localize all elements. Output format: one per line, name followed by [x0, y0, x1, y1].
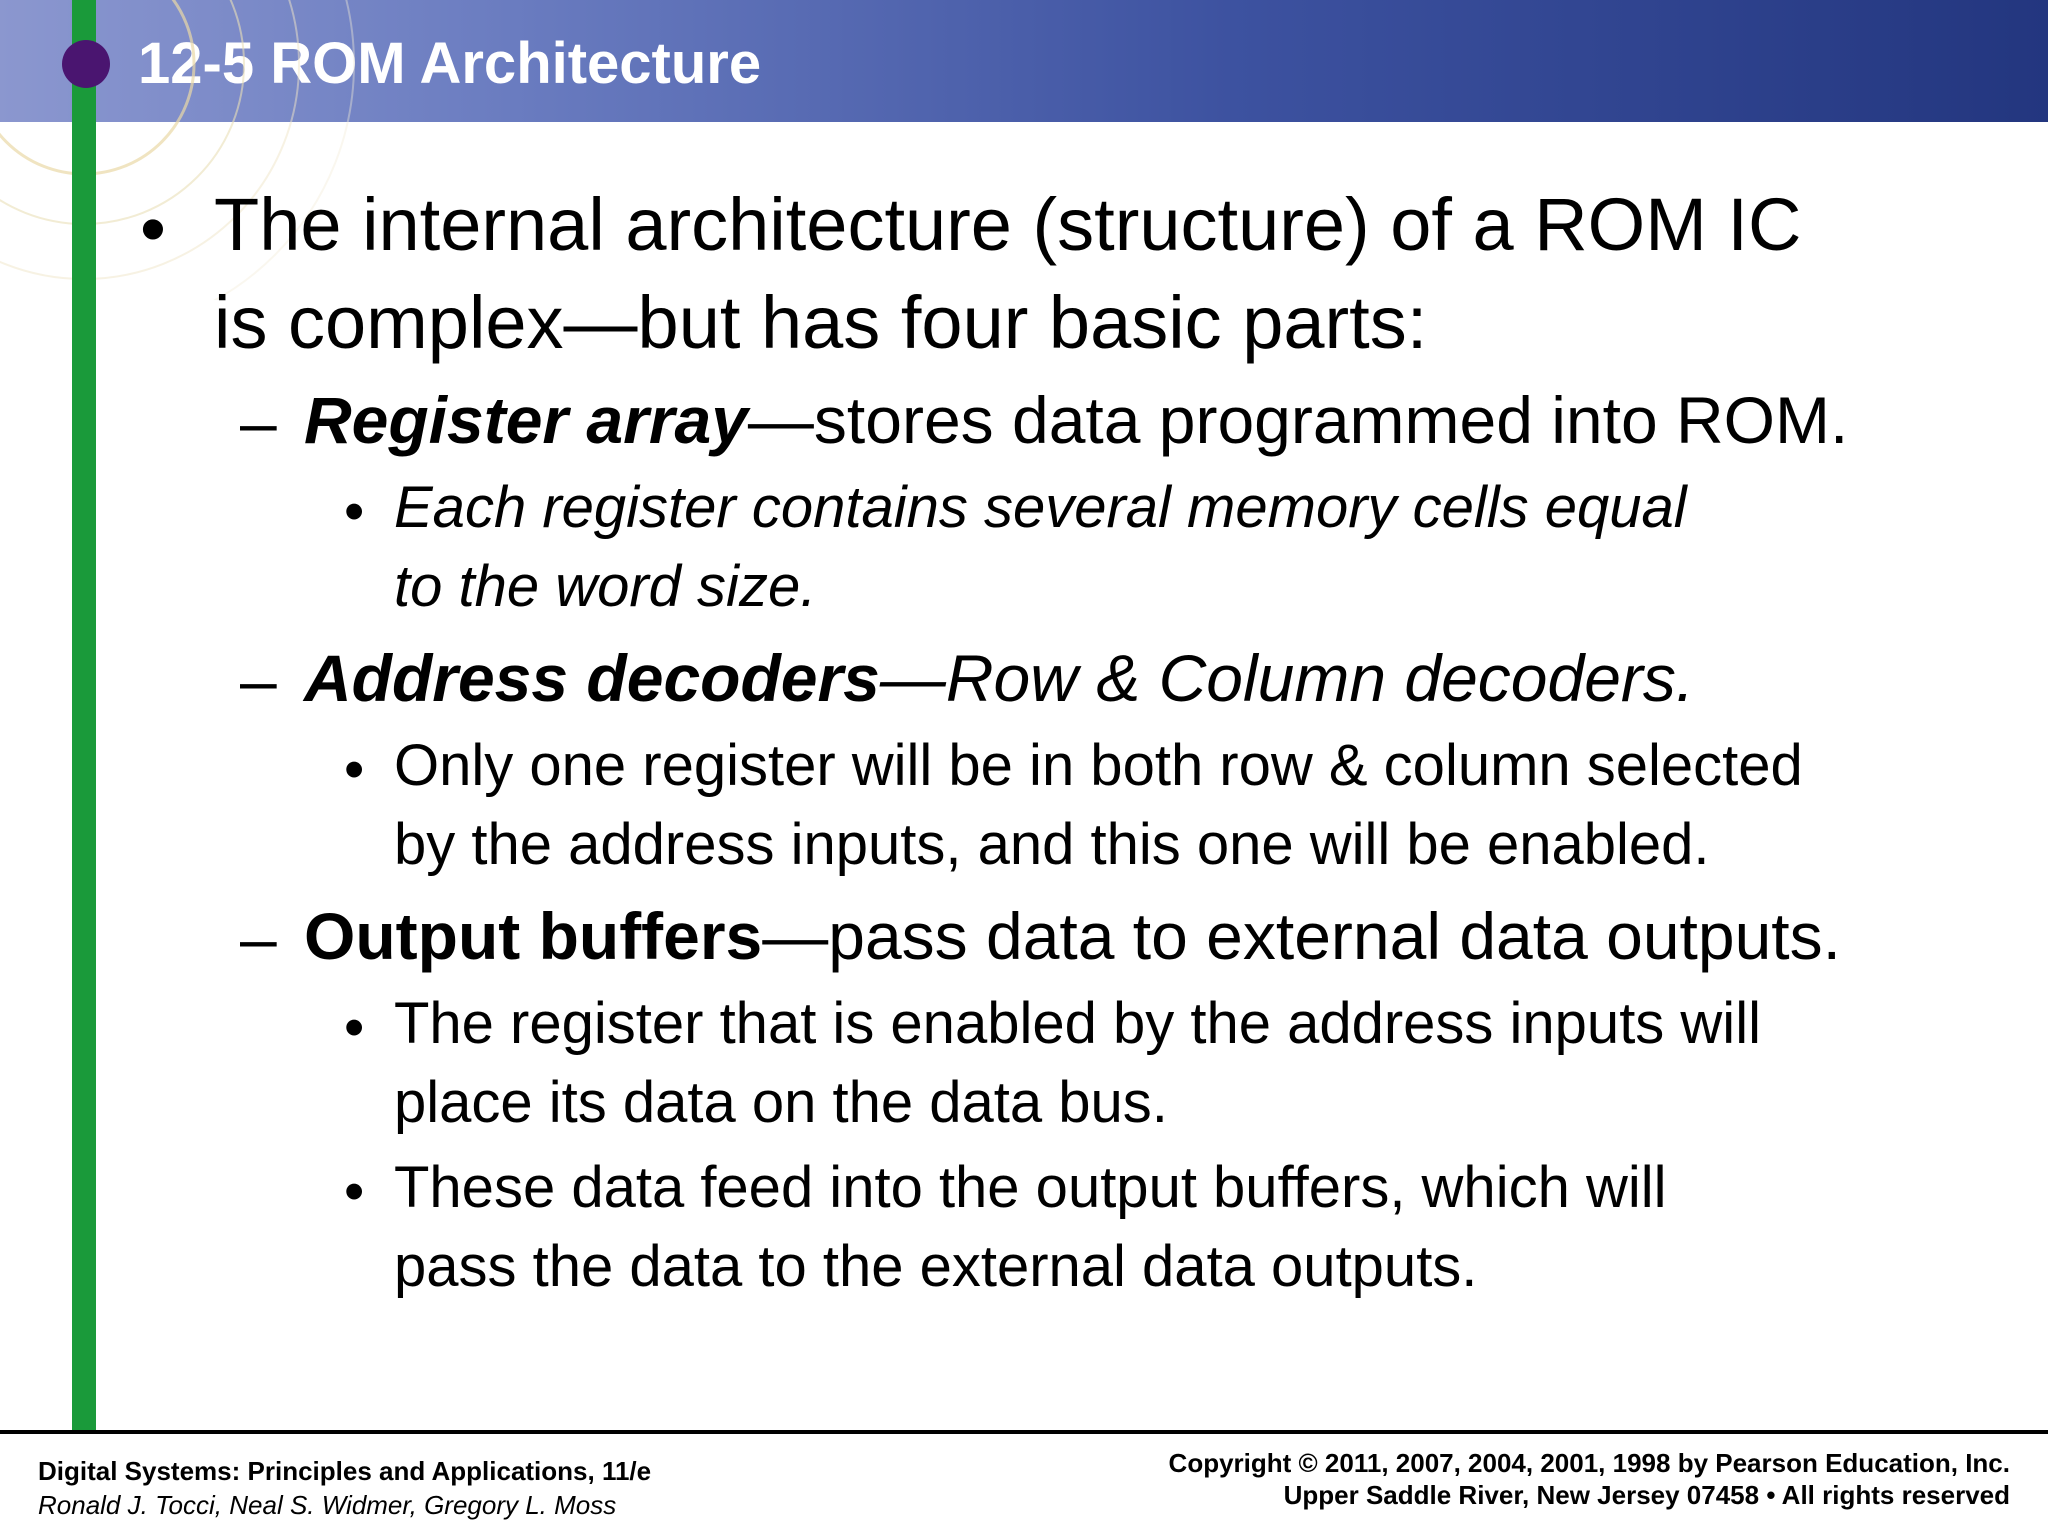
slide-header: 12-5 ROM Architecture	[0, 0, 2048, 122]
part-description: —Row & Column decoders.	[879, 641, 1695, 715]
part-description: —pass data to external data outputs.	[762, 899, 1841, 973]
sub-bullet-line: Only one register will be in both row & …	[394, 733, 1803, 798]
footer-divider	[0, 1430, 2048, 1434]
sub-bullet-line: place its data on the data bus.	[394, 1070, 1168, 1135]
part-register-array: Register array—stores data programmed in…	[304, 382, 1848, 458]
sub-bullet-marker: •	[344, 995, 365, 1060]
dash-marker: –	[240, 643, 277, 717]
main-bullet-line-2: is complex—but has four basic parts:	[214, 281, 1428, 364]
accent-green-bar	[72, 0, 96, 1432]
footer-copyright: Copyright © 2011, 2007, 2004, 2001, 1998…	[1168, 1448, 2010, 1478]
part-term: Register array	[304, 383, 748, 457]
part-output-buffers: Output buffers—pass data to external dat…	[304, 898, 1841, 974]
sub-bullet-line: Each register contains several memory ce…	[394, 475, 1687, 540]
bullet-marker: •	[140, 187, 166, 270]
footer-authors: Ronald J. Tocci, Neal S. Widmer, Gregory…	[38, 1490, 617, 1520]
sub-bullet-marker: •	[344, 479, 365, 544]
part-term: Address decoders	[304, 641, 880, 715]
sub-bullet-line: pass the data to the external data outpu…	[394, 1234, 1478, 1299]
main-bullet-line-1: The internal architecture (structure) of…	[214, 183, 1802, 266]
sub-bullet-marker: •	[344, 737, 365, 802]
sub-bullet-line: to the word size.	[394, 554, 817, 619]
sub-bullet-line: The register that is enabled by the addr…	[394, 991, 1761, 1056]
sub-bullet-line: These data feed into the output buffers,…	[394, 1155, 1667, 1220]
purple-dot-icon	[62, 40, 110, 88]
footer-publisher-address: Upper Saddle River, New Jersey 07458 • A…	[1283, 1480, 2010, 1510]
dash-marker: –	[240, 901, 277, 975]
part-term: Output buffers	[304, 899, 763, 973]
part-description: —stores data programmed into ROM.	[747, 383, 1849, 457]
sub-bullet-line: by the address inputs, and this one will…	[394, 812, 1710, 877]
part-address-decoders: Address decoders—Row & Column decoders.	[304, 640, 1694, 716]
sub-bullet-marker: •	[344, 1159, 365, 1224]
footer-book-title: Digital Systems: Principles and Applicat…	[38, 1456, 652, 1486]
slide-body: • The internal architecture (structure) …	[140, 183, 1848, 1299]
dash-marker: –	[240, 385, 277, 459]
